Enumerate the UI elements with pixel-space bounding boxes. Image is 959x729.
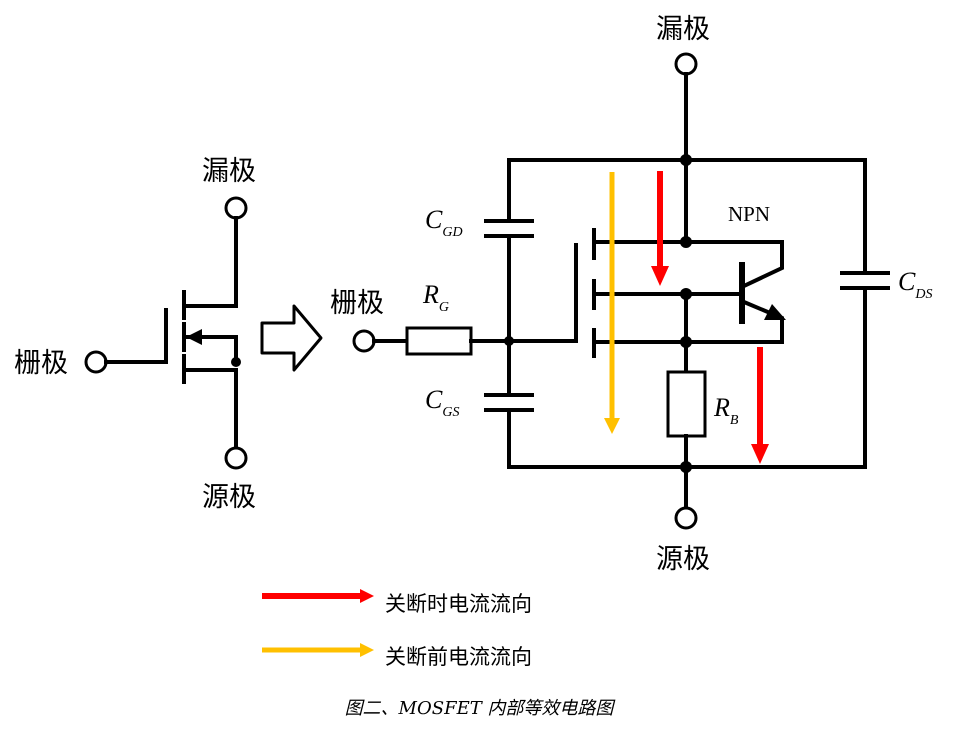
rg-resistor — [405, 326, 473, 356]
simple-drain-wire — [182, 216, 238, 308]
simple-source-terminal — [224, 446, 248, 470]
figure-caption: 图二、MOSFET 内部等效电路图 — [345, 698, 617, 719]
eq-source-label: 源极 — [656, 544, 710, 575]
simple-body-arrow — [186, 329, 202, 345]
eq-gate-terminal — [352, 329, 376, 353]
simple-body-wire — [186, 335, 238, 362]
pre-off-current-arrow — [604, 172, 620, 434]
npn-label: NPN — [728, 202, 770, 226]
eq-source-terminal — [674, 506, 698, 530]
off-current-arrow-bottom — [751, 347, 769, 464]
eq-outer-frame — [507, 158, 867, 469]
rg-label: RG — [422, 280, 449, 315]
npn-collector — [684, 240, 784, 289]
equivalent-circuit: 漏极 CGD CGS CDS 栅极 RG — [330, 14, 932, 575]
legend: 关断时电流流向 关断前电流流向 — [262, 589, 532, 669]
off-current-arrow-top — [651, 171, 669, 286]
cds-label: CDS — [898, 267, 932, 302]
simple-drain-label: 漏极 — [202, 156, 256, 187]
simple-source-wire — [182, 368, 238, 450]
legend-label-pre-off-current: 关断前电流流向 — [385, 645, 532, 669]
legend-item-off-current: 关断时电流流向 — [262, 589, 532, 616]
simple-source-label: 源极 — [202, 482, 256, 513]
npn-emitter-arrow — [764, 304, 786, 320]
eq-drain-label: 漏极 — [656, 14, 710, 45]
simple-mosfet-symbol: 漏极 栅极 源极 — [14, 156, 256, 513]
eq-gate-label: 栅极 — [330, 288, 384, 319]
cgd-label: CGD — [425, 205, 463, 240]
simple-gate-label: 栅极 — [14, 348, 68, 379]
simple-gate-terminal — [84, 350, 108, 374]
eq-gate-junction — [504, 336, 514, 346]
legend-label-off-current: 关断时电流流向 — [385, 592, 532, 616]
simple-source-junction — [231, 357, 241, 367]
npn-emitter — [684, 299, 784, 344]
eq-drain-top-junction — [680, 154, 692, 166]
cgs-label: CGS — [425, 385, 459, 420]
simple-drain-terminal — [224, 196, 248, 220]
rb-resistor — [666, 370, 707, 438]
eq-drain-terminal — [674, 52, 698, 76]
legend-item-pre-off-current: 关断前电流流向 — [262, 643, 532, 669]
transform-arrow-icon — [260, 304, 323, 372]
rb-label: RB — [713, 393, 739, 428]
